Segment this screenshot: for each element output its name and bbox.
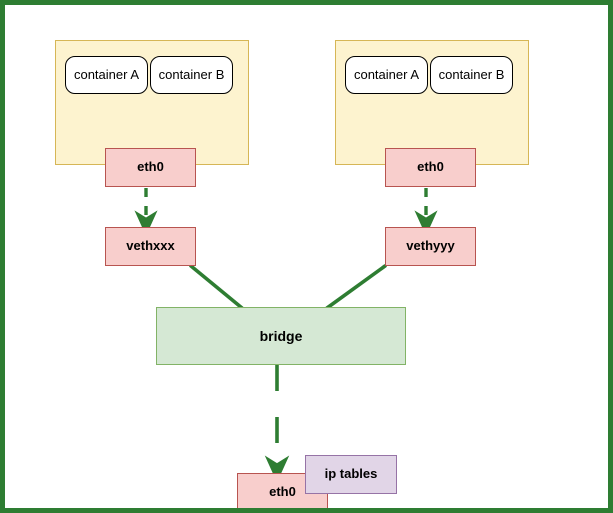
ip-tables-box[interactable]: ip tables [305,455,397,494]
left-veth-to-bridge-link [189,264,244,310]
right-eth0-box[interactable]: eth0 [385,148,476,187]
left-vethxxx-box[interactable]: vethxxx [105,227,196,266]
left-container-b[interactable]: container B [150,56,233,94]
right-vethyyy-box[interactable]: vethyyy [385,227,476,266]
left-container-a[interactable]: container A [65,56,148,94]
right-container-b[interactable]: container B [430,56,513,94]
right-container-a[interactable]: container A [345,56,428,94]
left-eth0-box[interactable]: eth0 [105,148,196,187]
right-veth-to-bridge-link [325,264,387,310]
bridge-box[interactable]: bridge [156,307,406,365]
